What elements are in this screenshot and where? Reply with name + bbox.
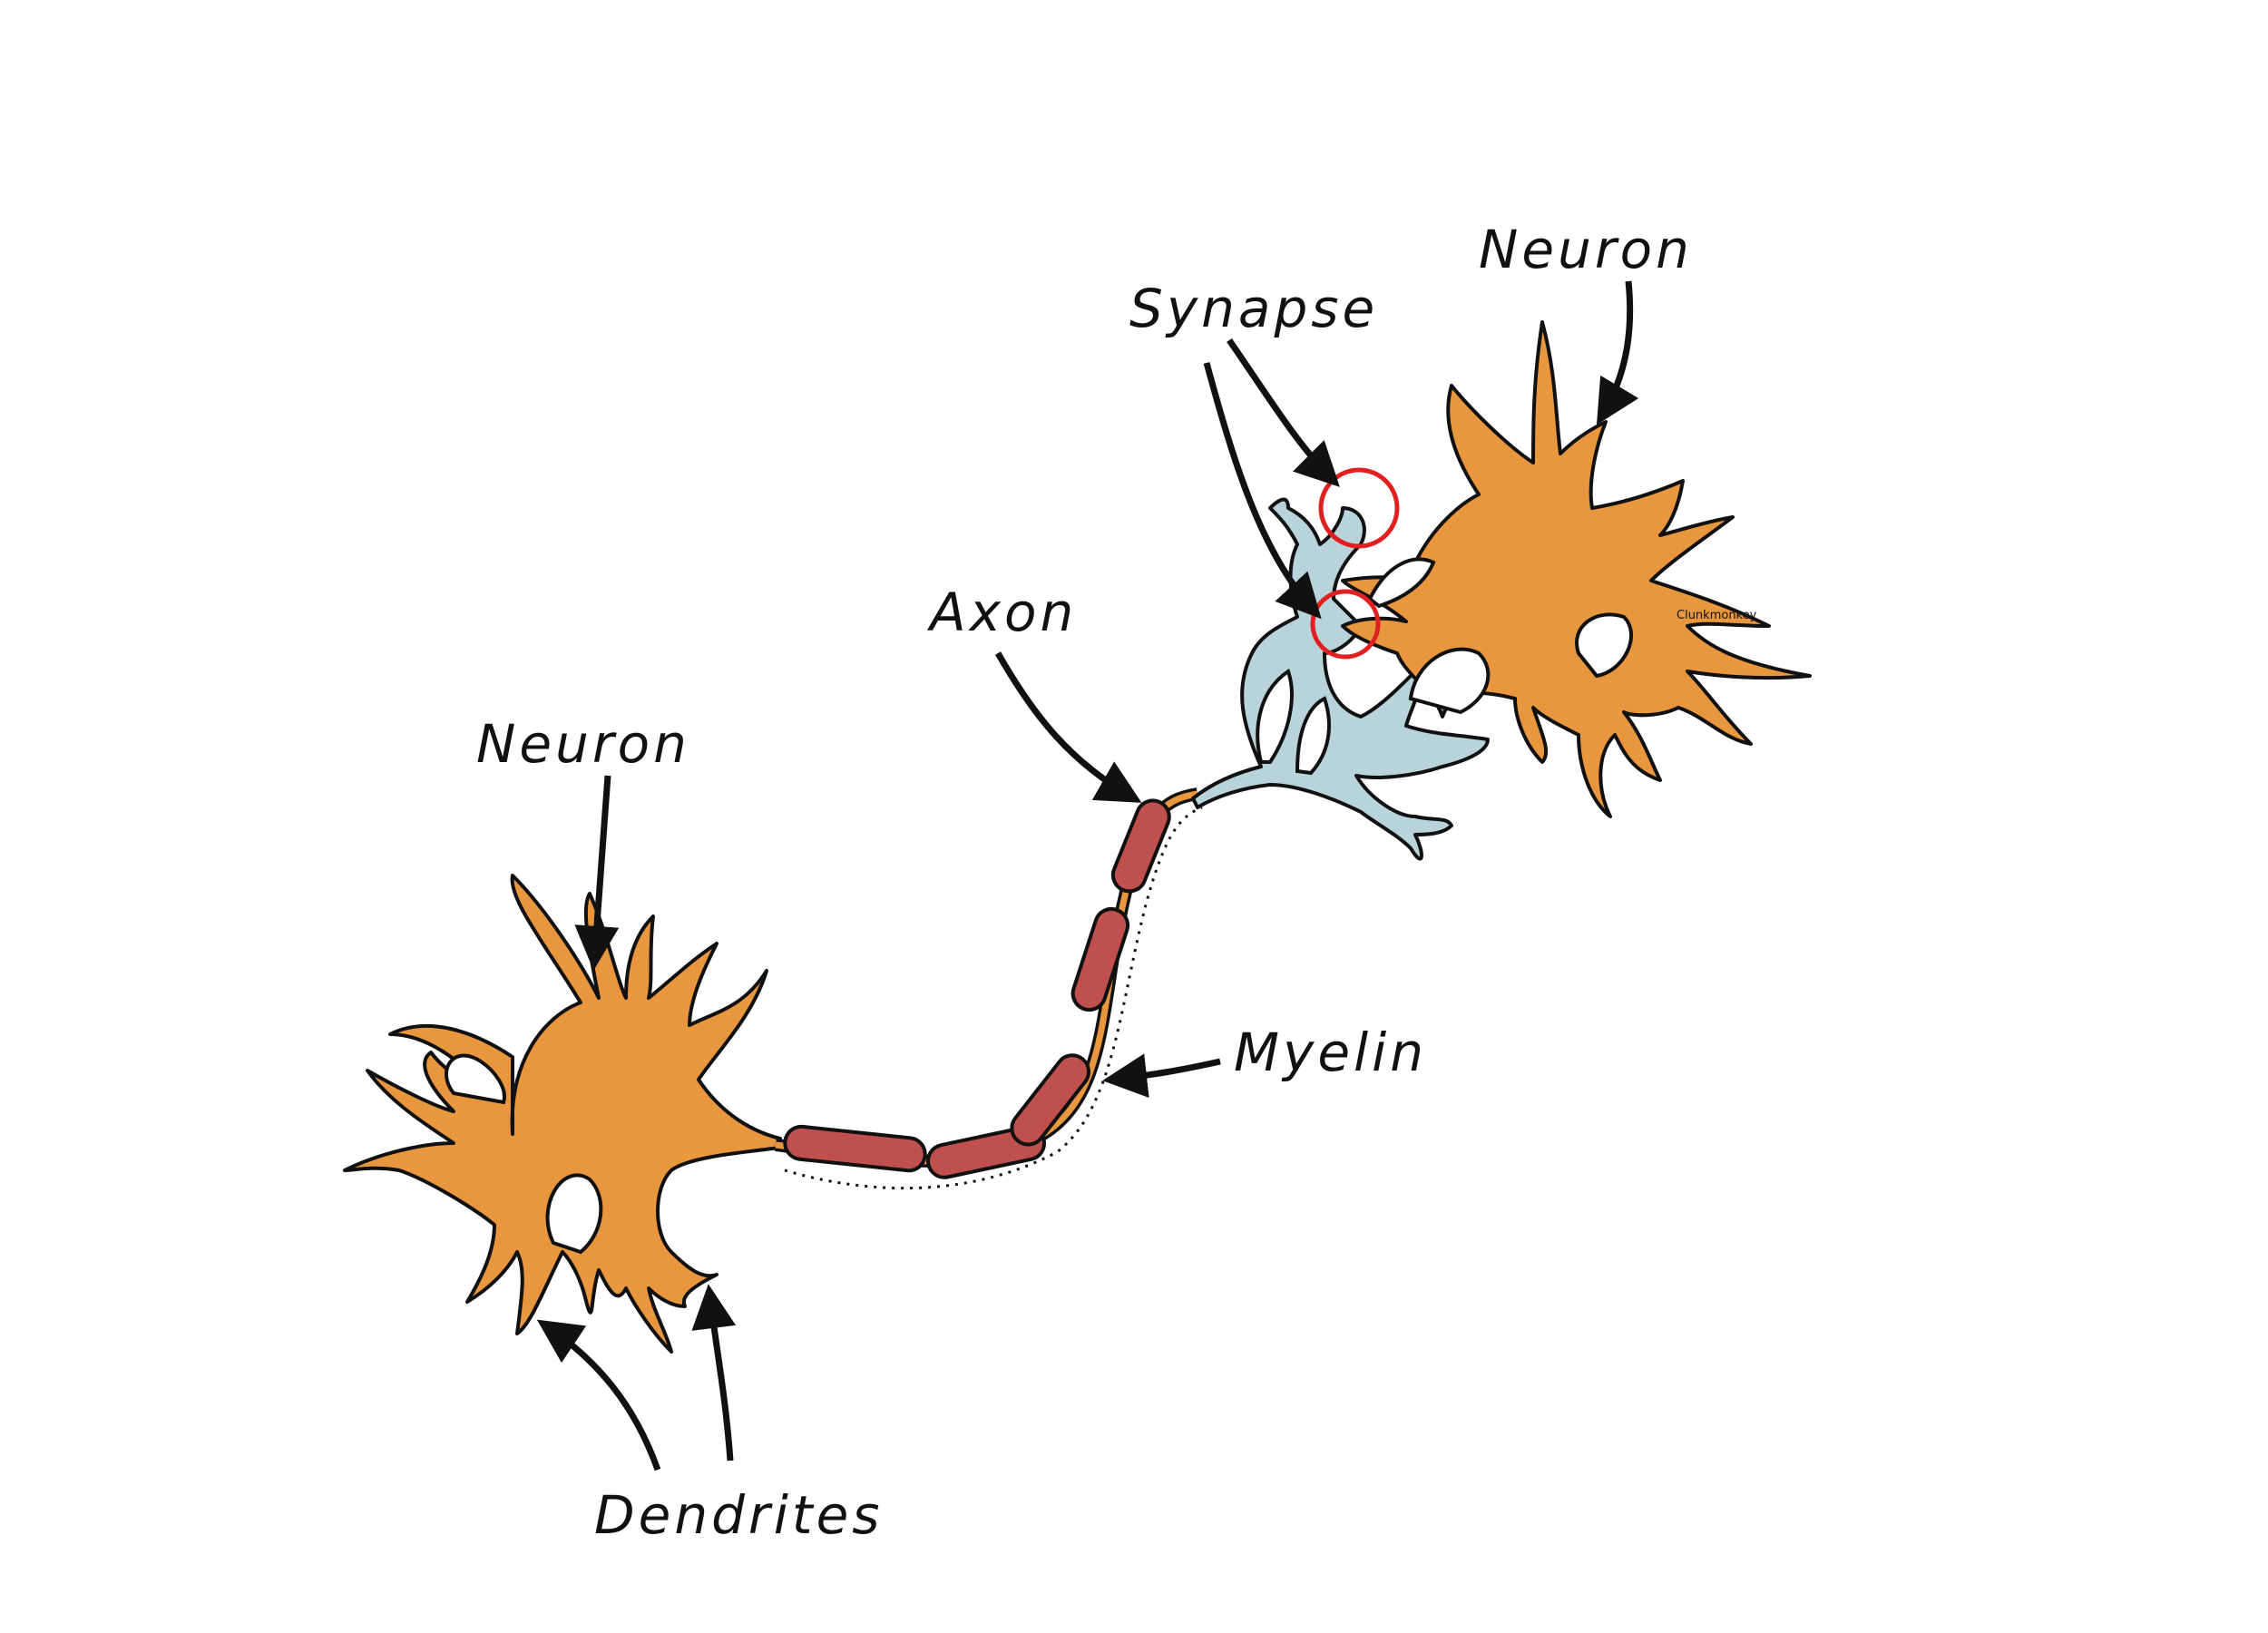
arrow-synapse-1	[1227, 338, 1340, 487]
label-myelin: Myelin	[1234, 1022, 1427, 1083]
label-neuron-left: Neuron	[476, 713, 690, 775]
arrow-dendrites-2	[691, 1284, 737, 1462]
myelin-segment	[783, 1124, 927, 1173]
arrow-dendrites-1	[536, 1319, 661, 1472]
terminal-gap	[1256, 668, 1294, 764]
right-body-notch	[1367, 557, 1436, 609]
label-neuron-right: Neuron	[1479, 219, 1693, 280]
label-axon: Axon	[926, 582, 1077, 643]
arrow-neuron-left	[574, 775, 620, 971]
signature: Clunkmonkey	[1677, 609, 1757, 622]
myelin-sheath	[783, 798, 1171, 1179]
left-neuron-body	[343, 874, 782, 1354]
arrow-neuron-right	[1596, 280, 1639, 425]
synapse-marker	[1318, 467, 1400, 549]
arrow-synapse-2	[1203, 362, 1322, 620]
label-dendrites: Dendrites	[594, 1484, 884, 1546]
myelin-segment	[1070, 906, 1130, 1012]
axon-terminal	[1191, 497, 1490, 861]
myelin-segment	[1110, 798, 1171, 894]
left-body-notch	[545, 1173, 603, 1255]
left-body-notch	[444, 1053, 506, 1105]
right-body-notch	[1575, 612, 1634, 679]
arrow-axon	[994, 651, 1142, 803]
synapse-marker	[1310, 589, 1381, 660]
myelin-segment	[1010, 1053, 1091, 1147]
label-synapse: Synapse	[1129, 278, 1378, 339]
right-body-notch	[1408, 647, 1491, 715]
terminal-gap	[1295, 696, 1331, 776]
arrow-myelin	[1102, 1053, 1221, 1099]
